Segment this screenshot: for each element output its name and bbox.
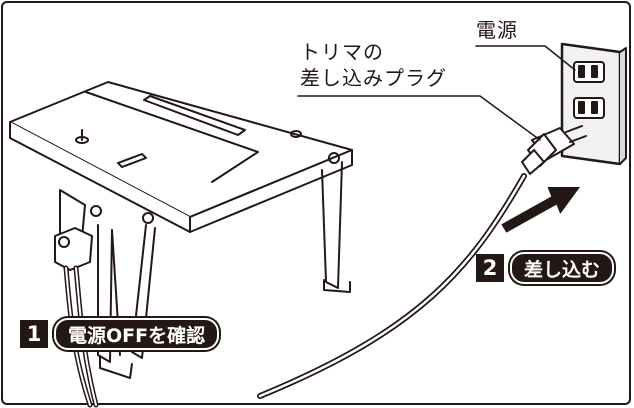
power-source-label: 電源	[476, 18, 518, 42]
power-source-leader	[475, 45, 576, 71]
step-1-number: 1	[20, 320, 48, 348]
step-1: 1 電源OFFを確認	[20, 318, 220, 350]
step-2-text: 差し込む	[510, 252, 615, 284]
plug-label-line2: 差し込みプラグ	[300, 66, 447, 90]
plug-cord	[257, 173, 527, 399]
wall-outlet	[560, 42, 627, 166]
plug	[521, 125, 587, 175]
step-2-number: 2	[476, 254, 504, 282]
trimmer-table-drawing	[9, 81, 353, 379]
plug-label-line1: トリマの	[300, 40, 384, 64]
step-1-text: 電源OFFを確認	[54, 318, 220, 350]
step-2: 2 差し込む	[476, 252, 615, 284]
plug-leader	[297, 95, 541, 141]
insert-arrow	[498, 185, 584, 236]
